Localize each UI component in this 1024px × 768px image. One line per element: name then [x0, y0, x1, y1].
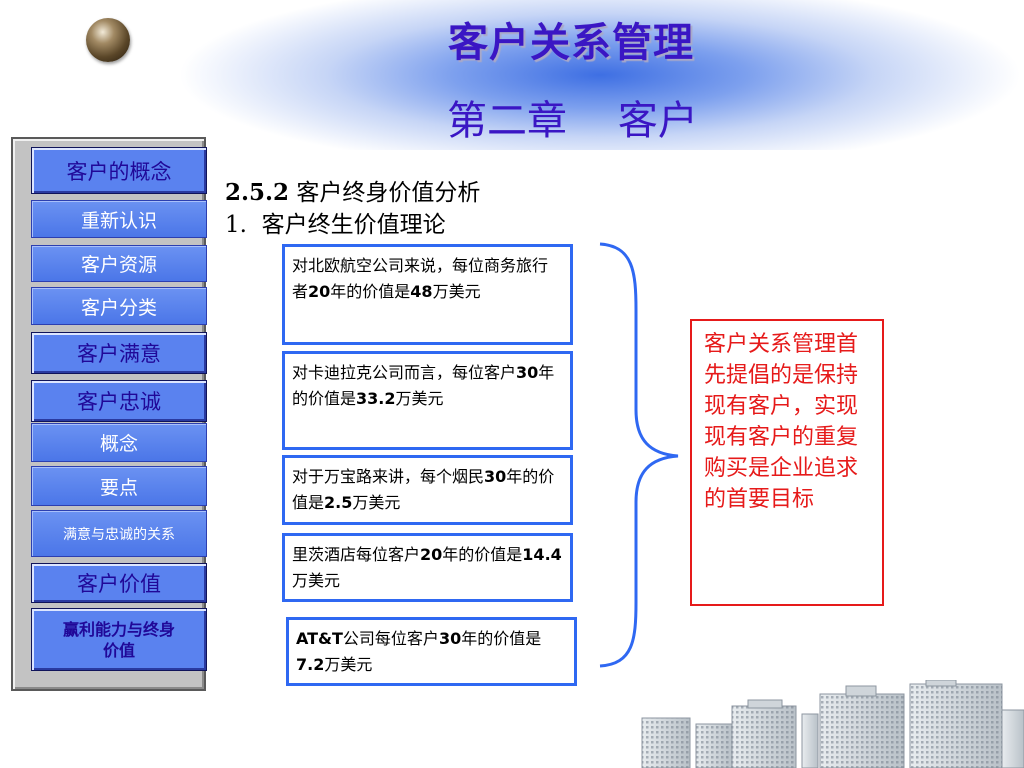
nav-button-concept[interactable]: 概念: [31, 423, 207, 462]
nav-label: 客户资源: [80, 254, 157, 276]
fact-text: 公司每位客户: [342, 629, 439, 648]
bronze-sphere-icon: [86, 18, 130, 62]
nav-label: 要点: [99, 476, 138, 499]
fact-number: 14.4: [522, 545, 562, 564]
fact-box-att: AT&T公司每位客户30年的价值是 7.2万美元: [286, 617, 577, 686]
nav-button-customer-resources[interactable]: 客户资源: [31, 245, 207, 282]
right-curly-brace-icon: [599, 242, 679, 668]
nav-label: 客户的概念: [66, 159, 172, 184]
nav-button-rethink[interactable]: 重新认识: [31, 200, 207, 238]
nav-label: 赢利能力与终身价值: [62, 619, 175, 660]
navigation-panel: 客户的概念 重新认识 客户资源 客户分类 客户满意 客户忠诚 概念 要点 满意与…: [11, 137, 207, 691]
fact-box-marlboro: 对于万宝路来讲，每个烟民30年的价值是2.5万美元: [282, 455, 573, 525]
nav-button-customer-satisfaction[interactable]: 客户满意: [31, 332, 207, 374]
nav-button-profitability-lifetime-value[interactable]: 赢利能力与终身价值: [31, 608, 207, 671]
nav-label: 客户分类: [80, 296, 157, 319]
nav-label: 客户满意: [77, 342, 161, 366]
nav-button-customer-classification[interactable]: 客户分类: [31, 287, 207, 325]
fact-number: 33.2: [356, 389, 396, 408]
nav-button-customer-concept[interactable]: 客户的概念: [31, 147, 207, 194]
fact-text: 年的价值是: [292, 363, 555, 408]
fact-number: 48: [410, 282, 433, 301]
fact-number: 30: [484, 467, 507, 486]
section-heading: 2.5.2 客户终身价值分析: [225, 173, 480, 207]
fact-text: 万美元: [352, 493, 401, 512]
subsection-heading: 1. 客户终生价值理论: [225, 205, 446, 239]
chapter-title: 第二章 客户: [447, 98, 698, 144]
fact-number: 2.5: [324, 493, 353, 512]
fact-number: AT&T: [296, 629, 343, 648]
fact-number: 20: [420, 545, 443, 564]
fact-text: 万美元: [292, 571, 341, 590]
fact-text: 年的价值是: [442, 545, 523, 564]
fact-text: 对于万宝路来讲，每个烟民: [292, 467, 485, 486]
fact-text: 万美元: [432, 282, 481, 301]
nav-button-customer-value[interactable]: 客户价值: [31, 563, 207, 603]
fact-box-cadillac: 对卡迪拉克公司而言，每位客户30年的价值是33.2万美元: [282, 351, 573, 450]
fact-number: 7.2: [296, 655, 325, 674]
fact-text: 里茨酒店每位客户: [292, 545, 421, 564]
nav-label: 概念: [99, 433, 138, 455]
subsection-title: . 客户终生价值理论: [239, 212, 446, 238]
section-number: 2.5.2: [225, 179, 290, 206]
conclusion-box: 客户关系管理首先提倡的是保持现有客户，实现现有客户的重复购买是企业追求的首要目标: [690, 319, 884, 606]
fact-text: 年的价值是: [330, 282, 411, 301]
slide-title: 客户关系管理: [448, 20, 694, 66]
fact-text: 对卡迪拉克公司而言，每位客户: [292, 363, 517, 382]
section-title: 客户终身价值分析: [289, 180, 481, 206]
fact-number: 20: [308, 282, 331, 301]
fact-text: 万美元: [324, 655, 373, 674]
fact-text: 年的价值是: [292, 467, 555, 512]
nav-label: 重新认识: [80, 209, 157, 232]
fact-number: 30: [438, 629, 462, 648]
fact-number: 30: [516, 363, 539, 382]
fact-box-sas: 对北欧航空公司来说，每位商务旅行者20年的价值是48万美元: [282, 244, 573, 345]
nav-label: 客户忠诚: [77, 390, 161, 414]
fact-box-ritz: 里茨酒店每位客户20年的价值是14.4 万美元: [282, 533, 573, 602]
nav-button-satisfaction-loyalty-relation[interactable]: 满意与忠诚的关系: [31, 510, 207, 557]
city-buildings-illustration: [641, 680, 1024, 768]
nav-button-customer-loyalty[interactable]: 客户忠诚: [31, 380, 207, 422]
fact-text: 万美元: [395, 389, 444, 408]
nav-button-key-points[interactable]: 要点: [31, 466, 207, 506]
subsection-number: 1: [225, 212, 240, 238]
fact-text: 年的价值是: [461, 629, 542, 648]
nav-label: 满意与忠诚的关系: [63, 526, 175, 543]
header-gradient-band: [0, 0, 1024, 150]
fact-text: 对北欧航空公司来说，每位商务旅行者: [292, 256, 549, 301]
nav-label: 客户价值: [77, 572, 161, 596]
